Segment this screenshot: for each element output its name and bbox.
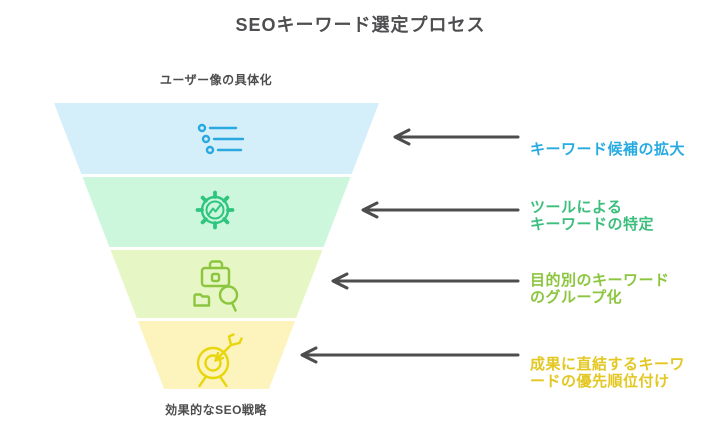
- annotation-keyword-expansion: キーワード候補の拡大: [530, 141, 686, 158]
- funnel-segment-2: [82, 177, 351, 247]
- annotation-keyword-prioritization: 成果に直結するキーワ ードの優先順位付け: [530, 356, 686, 391]
- annotation-tool-identification: ツールによる キーワードの特定: [530, 199, 655, 234]
- funnel-top-caption: ユーザー像の具体化: [159, 73, 273, 87]
- annotation-arrow-2: [361, 201, 520, 219]
- annotation-arrow-1: [393, 128, 520, 146]
- annotation-arrow-3: [331, 272, 520, 290]
- funnel-segment-3: [110, 250, 323, 318]
- funnel-bottom-caption: 効果的なSEO戦略: [165, 403, 267, 417]
- gear-chart-icon: [195, 190, 235, 230]
- briefcase-search-icon: [193, 260, 239, 312]
- list-icon: [197, 123, 245, 155]
- target-arrow-icon: [196, 333, 243, 388]
- annotation-keyword-grouping: 目的別のキーワード のグループ化: [530, 272, 670, 307]
- annotation-arrow-4: [300, 346, 520, 364]
- page-title: SEOキーワード選定プロセス: [235, 15, 486, 35]
